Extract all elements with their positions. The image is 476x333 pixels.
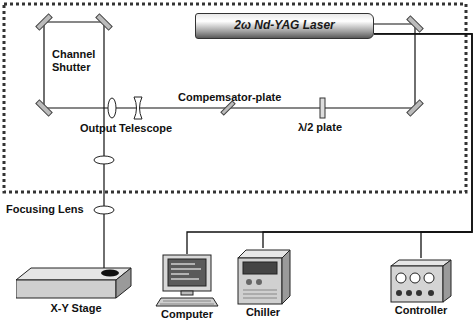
enclosure-border bbox=[4, 4, 466, 192]
xy-stage-drawing bbox=[16, 266, 136, 302]
xy-stage: X-Y Stage bbox=[10, 266, 142, 315]
chiller-icon: Chiller bbox=[226, 248, 300, 319]
cable-line bbox=[263, 34, 472, 248]
node-label: Controller bbox=[380, 304, 462, 317]
beam-path bbox=[44, 22, 415, 272]
part-label: Compemsator-plate bbox=[178, 91, 281, 104]
computer-icon-drawing bbox=[155, 254, 219, 308]
focusing-lens bbox=[94, 206, 114, 214]
lens bbox=[94, 156, 114, 164]
half-wave-plate bbox=[320, 98, 325, 118]
computer-icon: Computer bbox=[148, 254, 226, 321]
cable-path bbox=[263, 34, 472, 248]
node-label: Chiller bbox=[226, 306, 300, 319]
laser-body: 2ω Nd-YAG Laser bbox=[195, 13, 374, 39]
cable-path bbox=[374, 34, 472, 258]
mirrors bbox=[36, 14, 423, 116]
node-label: 2ω Nd-YAG Laser bbox=[234, 19, 334, 33]
chiller-icon-drawing bbox=[234, 248, 292, 306]
cable-line bbox=[374, 34, 472, 258]
cable-path bbox=[187, 34, 472, 254]
controller-icon-drawing bbox=[389, 258, 453, 304]
telescope-concave-lens bbox=[134, 97, 142, 119]
part-label: λ/2 plate bbox=[298, 121, 342, 134]
node-label: Computer bbox=[148, 308, 226, 321]
part-label: Channel Shutter bbox=[52, 48, 98, 73]
telescope-lens bbox=[108, 98, 116, 118]
node-label: X-Y Stage bbox=[10, 302, 142, 315]
cable-line bbox=[187, 34, 472, 254]
part-label: Focusing Lens bbox=[6, 203, 84, 216]
controller-icon: Controller bbox=[380, 258, 462, 317]
compensator-plate bbox=[221, 101, 235, 115]
part-label: Output Telescope bbox=[80, 122, 172, 135]
